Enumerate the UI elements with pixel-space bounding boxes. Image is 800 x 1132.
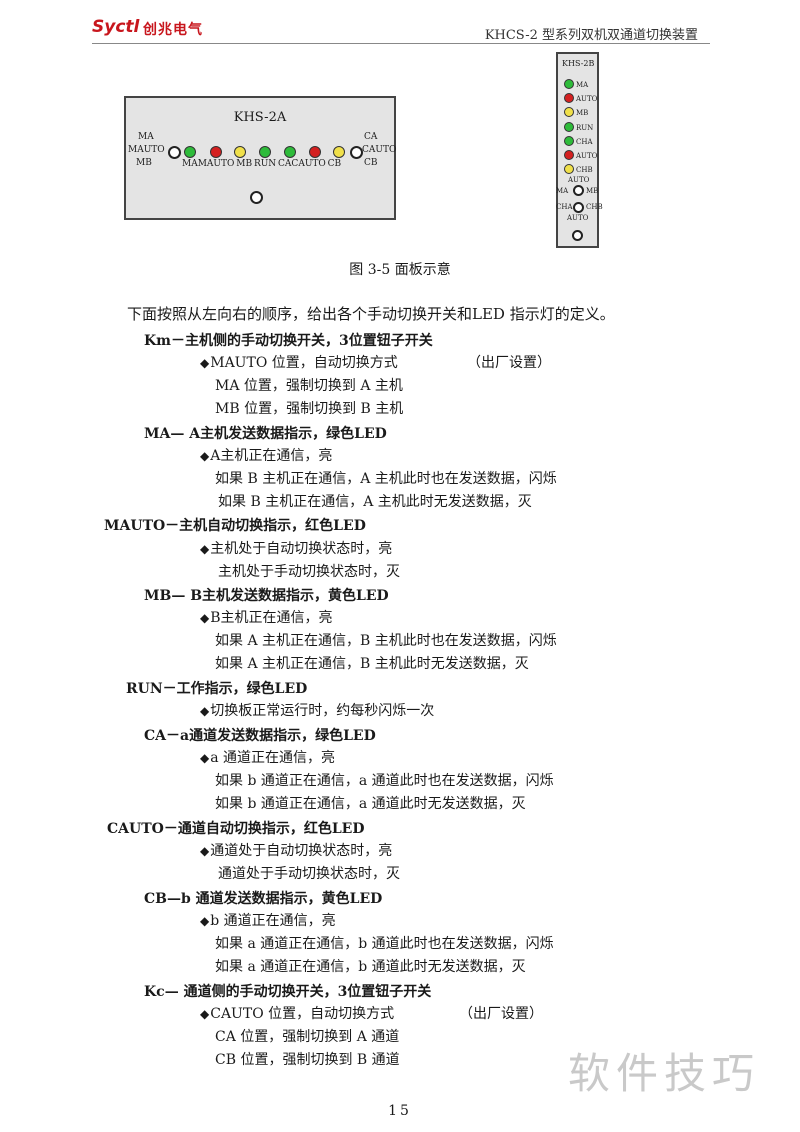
panel-khs-2a: KHS-2A MA MAUTO MB MAMAUTO MB RUN CACAUT… — [124, 96, 396, 220]
vreset-knob — [572, 230, 583, 241]
main-switch-knob — [168, 146, 181, 159]
vled-label-cauto: AUTO — [576, 152, 598, 160]
brand-logo: Syctl — [92, 17, 140, 37]
item-cb-detail: ◆b 通道正在通信，亮 — [200, 913, 336, 929]
bullet-icon: ◆ — [200, 542, 210, 556]
bullet-icon: ◆ — [200, 751, 210, 765]
header-divider — [92, 43, 710, 44]
item-km-detail: ◆MAUTO 位置，自动切换方式 — [200, 355, 398, 371]
item-run-detail: ◆切换板正常运行时，约每秒闪烁一次 — [200, 703, 435, 719]
vswitch1-label-mb: MB — [586, 187, 599, 195]
panel-khs-2a-title: KHS-2A — [233, 110, 287, 125]
vled-label-ma: MA — [576, 81, 589, 89]
switch-label-cb: CB — [364, 158, 378, 168]
vswitch1-label-ma: MA — [556, 187, 569, 195]
vled-label-mauto: AUTO — [576, 95, 598, 103]
vled-label-mb: MB — [576, 109, 589, 117]
vled-cha — [564, 136, 574, 146]
switch-label-ca: CA — [364, 132, 378, 142]
led-ca — [284, 146, 296, 158]
switch-label-ma: MA — [138, 132, 154, 142]
bullet-icon: ◆ — [200, 1007, 210, 1021]
vled-ma — [564, 79, 574, 89]
panel-khs-2b: KHS-2B MA AUTO MB RUN CHA AUTO CHB AUTO … — [556, 52, 603, 248]
vled-run — [564, 122, 574, 132]
item-mb-detail: ◆B主机正在通信，亮 — [200, 610, 333, 626]
item-mb-detail: 如果 A 主机正在通信，B 主机此时无发送数据，灭 — [215, 656, 529, 672]
vled-mb — [564, 107, 574, 117]
item-mauto-detail: 主机处于手动切换状态时，灭 — [218, 564, 400, 580]
item-km-detail: MB 位置，强制切换到 B 主机 — [215, 401, 404, 417]
switch-label-mauto: MAUTO — [128, 145, 165, 155]
item-run-heading: RUN－工作指示，绿色LED — [126, 681, 308, 697]
item-mauto-heading: MAUTO－主机自动切换指示，红色LED — [104, 518, 366, 534]
reset-button-knob — [250, 191, 263, 204]
item-mb-detail: 如果 A 主机正在通信，B 主机此时也在发送数据，闪烁 — [215, 633, 557, 649]
item-ma-detail: 如果 B 主机正在通信，A 主机此时也在发送数据，闪烁 — [215, 471, 557, 487]
factory-setting-note: （出厂设置） — [467, 355, 551, 371]
watermark: 软件技巧 — [568, 1049, 761, 1098]
item-cauto-heading: CAUTO－通道自动切换指示，红色LED — [107, 821, 365, 837]
panel-khs-2b-title: KHS-2B — [562, 59, 595, 68]
item-ca-heading: CA－a通道发送数据指示，绿色LED — [144, 728, 376, 744]
vled-label-chb: CHB — [576, 166, 593, 174]
figure-caption: 图 3-5 面板示意 — [349, 262, 451, 278]
bullet-icon: ◆ — [200, 914, 210, 928]
brand-logo-chinese: 创兆电气 — [143, 22, 203, 38]
led-labels-row: MAMAUTO MB RUN CACAUTO CB — [182, 159, 342, 169]
factory-setting-note: （出厂设置） — [459, 1006, 543, 1022]
item-ca-detail: 如果 b 通道正在通信，a 通道此时无发送数据，灭 — [215, 796, 526, 812]
intro-paragraph: 下面按照从左向右的顺序，给出各个手动切换开关和LED 指示灯的定义。 — [127, 305, 615, 323]
item-cb-heading: CB—b 通道发送数据指示，黄色LED — [144, 891, 383, 907]
vled-chb — [564, 164, 574, 174]
bullet-icon: ◆ — [200, 449, 210, 463]
vled-label-cha: CHA — [576, 138, 593, 146]
switch-label-cauto: CAUTO — [362, 145, 397, 155]
item-km-detail: MA 位置，强制切换到 A 主机 — [215, 378, 403, 394]
vswitch1-knob — [573, 185, 584, 196]
vled-cauto — [564, 150, 574, 160]
led-mb — [234, 146, 246, 158]
bullet-icon: ◆ — [200, 704, 210, 718]
vswitch2-label-cha: CHA — [556, 203, 573, 211]
vswitch1-label-auto: AUTO — [568, 176, 590, 184]
item-kc-detail: ◆CAUTO 位置，自动切换方式 — [200, 1006, 395, 1022]
vswitch2-label-chb: CHB — [586, 203, 603, 211]
vled-mauto — [564, 93, 574, 103]
vswitch2-label-auto: AUTO — [567, 214, 589, 222]
item-ma-heading: MA— A主机发送数据指示，绿色LED — [144, 426, 387, 442]
bullet-icon: ◆ — [200, 611, 210, 625]
item-km-heading: Km－主机侧的手动切换开关，3位置钮子开关 — [144, 333, 433, 349]
page-number: 15 — [388, 1103, 412, 1119]
document-header-title: KHCS-2 型系列双机双通道切换装置 — [484, 28, 698, 43]
led-cauto — [309, 146, 321, 158]
item-cb-detail: 如果 a 通道正在通信，b 通道此时也在发送数据，闪烁 — [215, 936, 554, 952]
item-cauto-detail: 通道处于手动切换状态时，灭 — [218, 866, 400, 882]
item-ma-detail: ◆A主机正在通信，亮 — [200, 448, 333, 464]
item-kc-heading: Kc— 通道侧的手动切换开关，3位置钮子开关 — [144, 984, 432, 1000]
vled-label-run: RUN — [576, 124, 594, 132]
switch-label-mb: MB — [136, 158, 152, 168]
channel-switch-knob — [350, 146, 363, 159]
item-ma-detail: 如果 B 主机正在通信，A 主机此时无发送数据，灭 — [218, 494, 532, 510]
bullet-icon: ◆ — [200, 356, 210, 370]
vswitch2-knob — [573, 202, 584, 213]
led-run — [259, 146, 271, 158]
item-ca-detail: 如果 b 通道正在通信，a 通道此时也在发送数据，闪烁 — [215, 773, 554, 789]
item-mauto-detail: ◆主机处于自动切换状态时，亮 — [200, 541, 393, 557]
led-ma — [184, 146, 196, 158]
bullet-icon: ◆ — [200, 844, 210, 858]
item-ca-detail: ◆a 通道正在通信，亮 — [200, 750, 336, 766]
led-mauto — [210, 146, 222, 158]
led-cb — [333, 146, 345, 158]
item-cauto-detail: ◆通道处于自动切换状态时，亮 — [200, 843, 393, 859]
item-cb-detail: 如果 a 通道正在通信，b 通道此时无发送数据，灭 — [215, 959, 526, 975]
item-kc-detail: CB 位置，强制切换到 B 通道 — [215, 1052, 400, 1068]
item-mb-heading: MB— B主机发送数据指示，黄色LED — [144, 588, 389, 604]
item-kc-detail: CA 位置，强制切换到 A 通道 — [215, 1029, 400, 1045]
